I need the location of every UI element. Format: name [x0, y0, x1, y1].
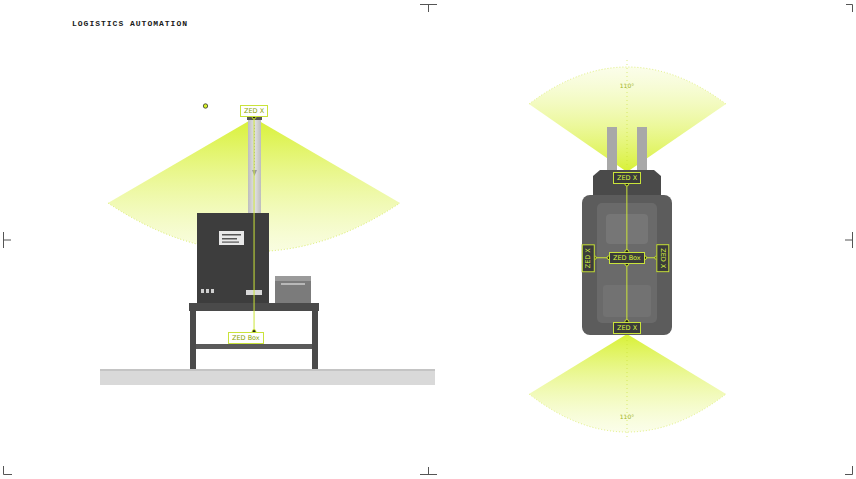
- connector: [625, 262, 629, 323]
- cabinet-sticker-lines: [222, 234, 241, 236]
- fov-angle: 110°: [620, 413, 634, 420]
- connector-line: [626, 264, 627, 322]
- marker-dot: [203, 104, 207, 108]
- fov-angle: 110°: [620, 82, 634, 89]
- table-leg: [312, 311, 318, 369]
- fov-arc: [529, 394, 726, 432]
- cabinet-sticker-lines: [222, 238, 237, 240]
- page-title: LOGISTICS AUTOMATION: [72, 19, 188, 28]
- sensor-label: ZED X: [613, 172, 641, 185]
- sensor-label: ZED X: [657, 244, 670, 272]
- camera-fov: [529, 334, 726, 432]
- connector: [252, 115, 256, 333]
- cabinet-sticker-lines: [222, 242, 239, 243]
- parcel-top: [275, 276, 311, 281]
- label-text: ZED X: [617, 325, 637, 332]
- label-text: ZED Box: [613, 255, 641, 262]
- cabinet-sticker: [219, 231, 244, 245]
- fov-center: [627, 60, 628, 168]
- label-text: ZED X: [617, 175, 637, 182]
- label-text: ZED X: [585, 248, 592, 268]
- sensor-label: ZED Box: [228, 332, 264, 345]
- parcel-tape: [281, 283, 305, 285]
- sensor-label: ZED X: [582, 244, 595, 272]
- table-leg: [190, 311, 196, 369]
- connector-line: [254, 117, 255, 332]
- floor: [100, 369, 435, 385]
- sensor-label: ZED Box: [609, 252, 645, 265]
- camera-fov: [529, 67, 726, 172]
- parcel: [275, 276, 311, 303]
- label-text: ZED Box: [232, 335, 260, 342]
- connector: [625, 182, 629, 253]
- table-shelf: [196, 344, 312, 349]
- floor-edge: [100, 369, 435, 371]
- fov-center: [627, 340, 628, 440]
- crop-marks: [4, 5, 853, 475]
- fov-arc: [529, 67, 726, 104]
- connector-line: [626, 184, 627, 252]
- sensor-label: ZED X: [240, 105, 268, 118]
- cabinet: [197, 213, 269, 303]
- label-text: ZED X: [660, 248, 667, 268]
- label-text: ZED X: [244, 108, 264, 115]
- sensor-label: ZED X: [613, 322, 641, 335]
- cabinet-icons: [201, 289, 214, 293]
